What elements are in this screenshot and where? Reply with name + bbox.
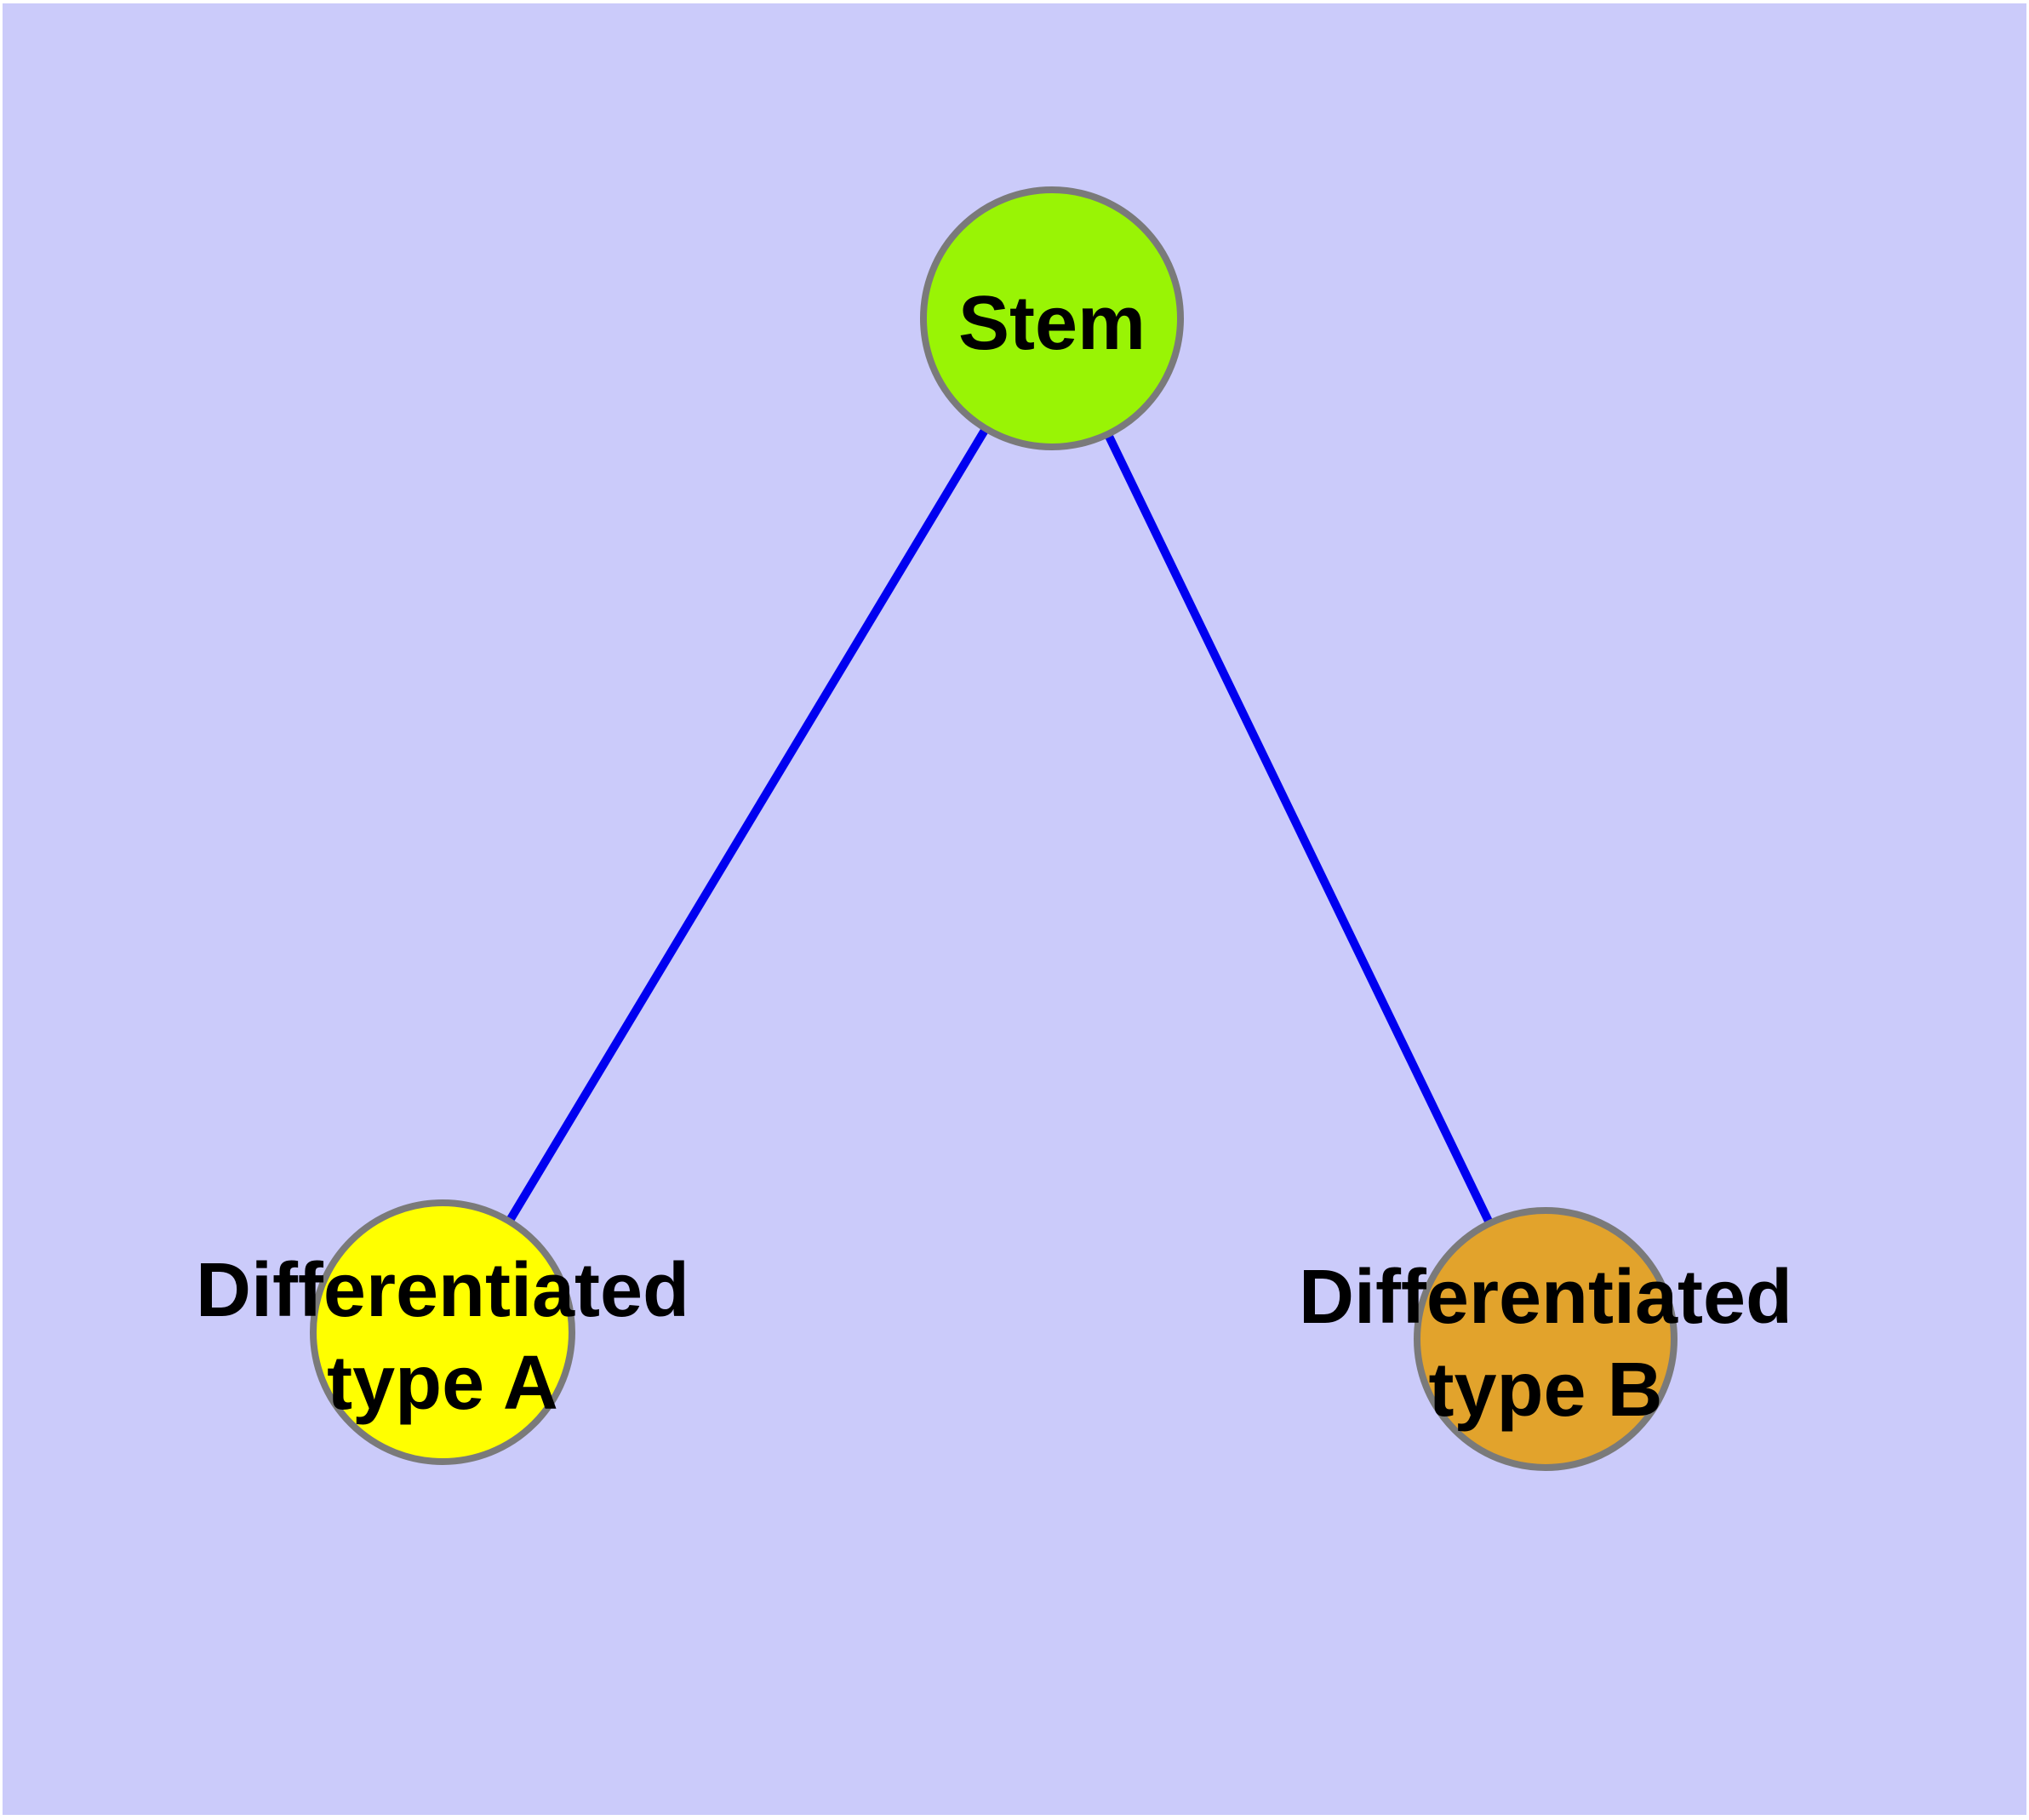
node-type-b-circle: [1414, 1207, 1677, 1471]
node-type-a-circle: [310, 1199, 575, 1465]
node-type-b-label-line1: Differentiated: [1299, 1255, 1792, 1340]
node-stem-circle: [920, 186, 1184, 450]
edge-stem-to-type-b: [1048, 316, 1550, 1342]
node-stem-label: Stem: [958, 281, 1146, 366]
edge-stem-to-type-a: [438, 316, 1056, 1335]
node-type-a-label-line1: Differentiated: [196, 1248, 689, 1333]
node-type-b-label-line2: type B: [1428, 1348, 1662, 1433]
node-type-a-label-line2: type A: [327, 1341, 558, 1426]
